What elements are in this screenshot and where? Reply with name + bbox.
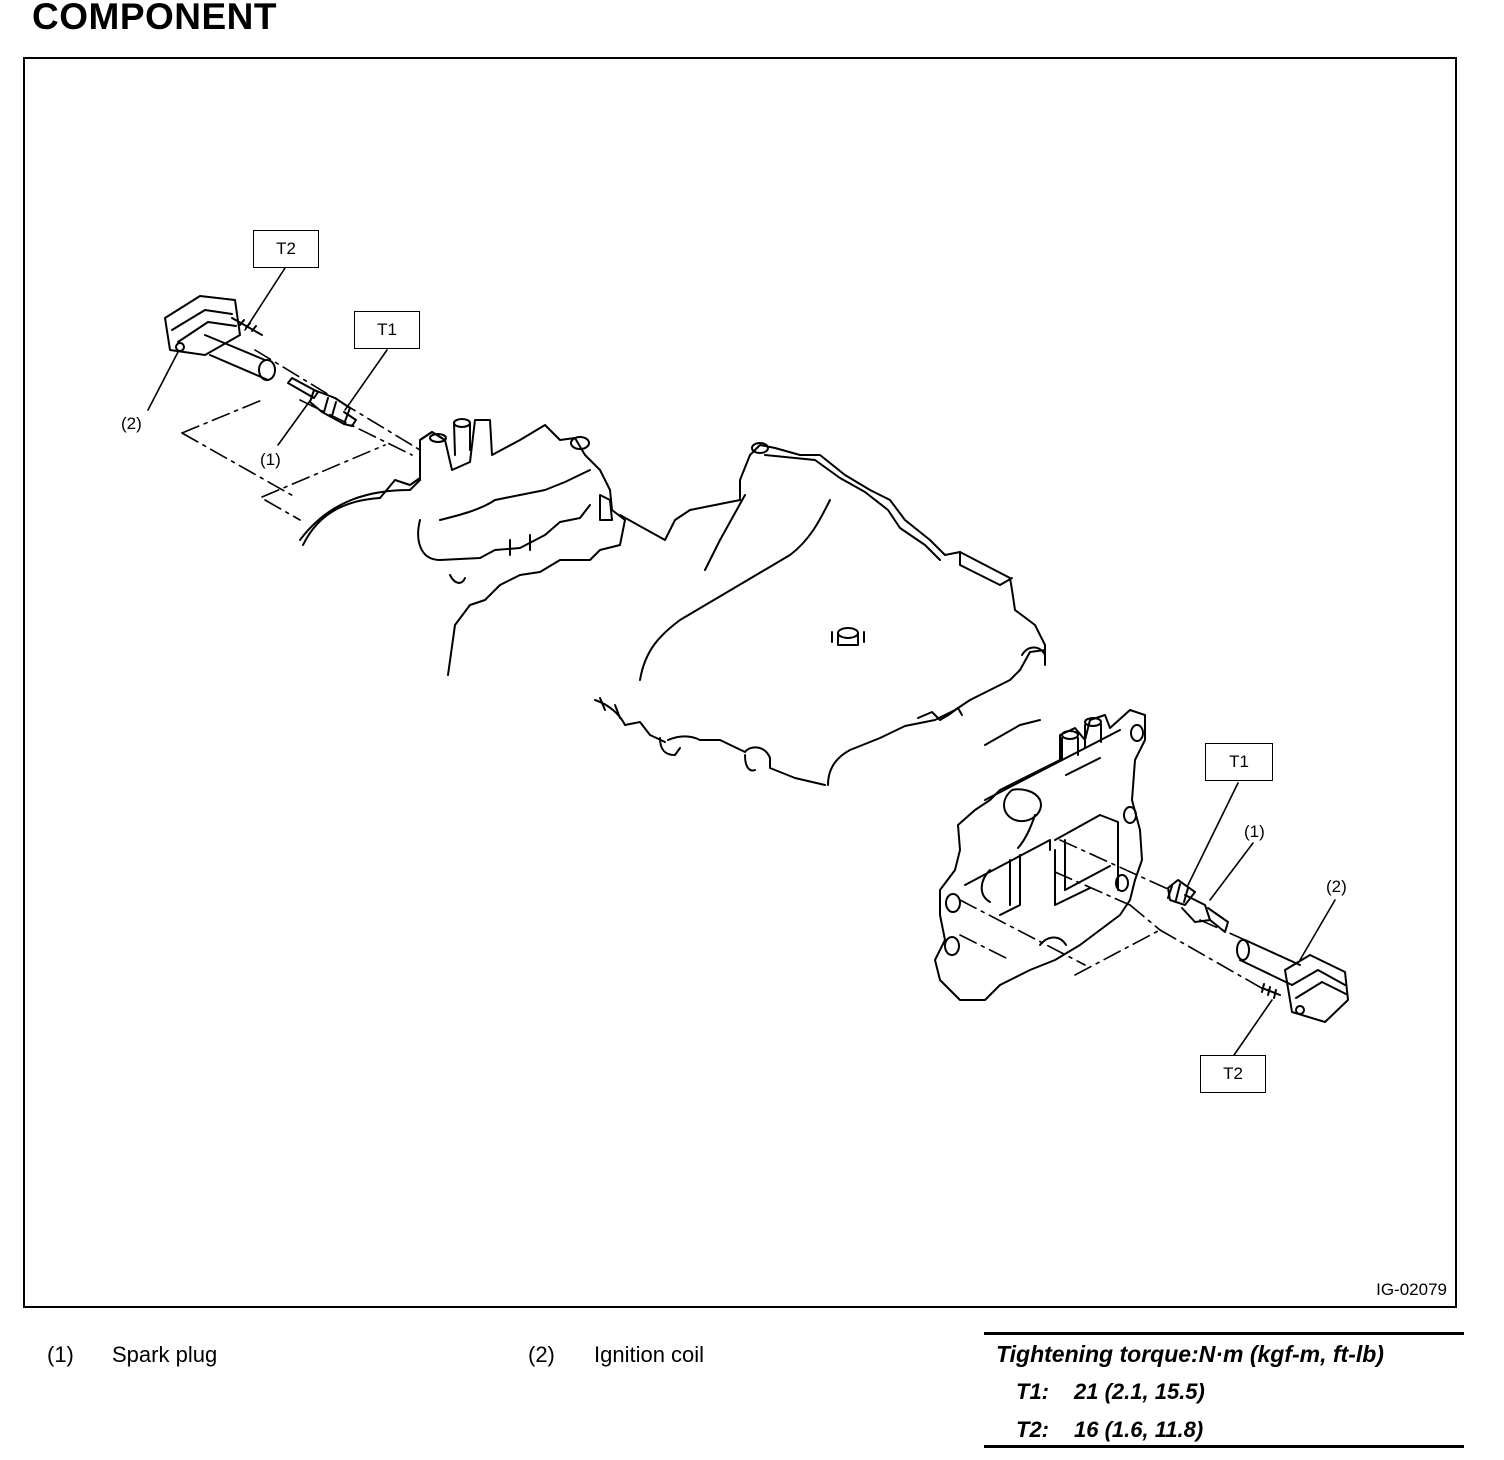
ignition-coil-icon xyxy=(1236,939,1349,1023)
callout-ignition-coil-left: (2) xyxy=(121,414,142,433)
legend-name: Ignition coil xyxy=(594,1342,705,1367)
page-title: COMPONENT xyxy=(32,0,277,37)
callout-ignition-coil-right: (2) xyxy=(1326,877,1347,896)
diagram-frame: IG-02079 xyxy=(23,57,1457,1308)
spark-plug-icon xyxy=(287,377,357,427)
central-engine-block xyxy=(594,442,1046,786)
torque-value: 16 (1.6, 11.8) xyxy=(1074,1417,1204,1442)
spark-plug-icon xyxy=(1167,879,1229,933)
torque-row-t2: T2: 16 (1.6, 11.8) xyxy=(1016,1417,1203,1443)
legend-number: (2) xyxy=(528,1342,555,1367)
callout-spark-plug-left: (1) xyxy=(260,450,281,469)
torque-row-t1: T1: 21 (2.1, 15.5) xyxy=(1016,1379,1205,1405)
torque-label-t2-right: T2 xyxy=(1200,1055,1266,1093)
legend-number: (1) xyxy=(47,1342,74,1367)
torque-label-t1-right: T1 xyxy=(1205,743,1273,781)
tightening-torque-table: Tightening torque:N·m (kgf-m, ft-lb) T1:… xyxy=(984,1332,1464,1448)
torque-value: 21 (2.1, 15.5) xyxy=(1074,1379,1205,1404)
torque-heading: Tightening torque:N·m (kgf-m, ft-lb) xyxy=(996,1341,1384,1367)
callout-spark-plug-right: (1) xyxy=(1244,822,1265,841)
legend-name: Spark plug xyxy=(112,1342,218,1367)
left-install-lines xyxy=(181,349,421,521)
torque-label-t1-left: T1 xyxy=(354,311,420,349)
right-leaders xyxy=(1187,782,1336,1059)
left-cylinder-head xyxy=(299,418,626,676)
left-leaders xyxy=(147,267,388,446)
right-cylinder-head xyxy=(934,709,1146,1001)
torque-label-t2-left: T2 xyxy=(253,230,319,268)
figure-id: IG-02079 xyxy=(1376,1280,1447,1299)
ignition-coil-icon xyxy=(164,295,276,381)
torque-key: T1: xyxy=(1016,1379,1049,1404)
torque-key: T2: xyxy=(1016,1417,1049,1442)
